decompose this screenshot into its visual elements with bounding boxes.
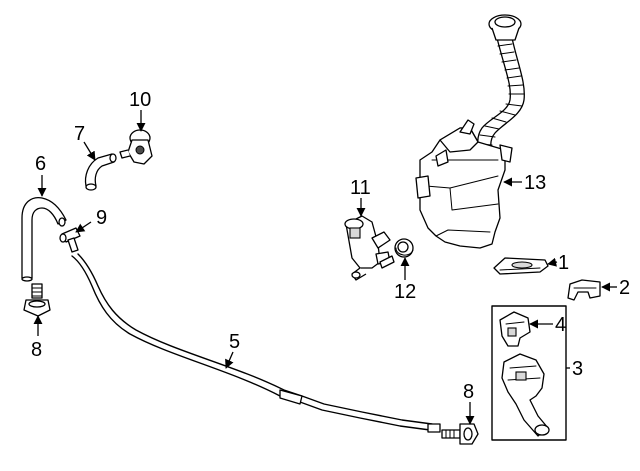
short-hose <box>84 153 117 191</box>
bent-hose <box>21 196 67 282</box>
washer-pump-motor <box>344 215 395 281</box>
long-washer-hose <box>71 253 441 433</box>
callout-9: 9 <box>96 207 107 229</box>
pump-grommet <box>394 238 414 258</box>
callout-labels: 1 2 3 4 5 6 7 8 8 9 10 11 12 13 <box>31 89 630 403</box>
callout-4: 4 <box>555 314 566 336</box>
callout-6: 6 <box>35 153 46 175</box>
callout-13: 13 <box>524 172 546 194</box>
callout-5: 5 <box>229 331 240 353</box>
callout-7: 7 <box>74 123 85 145</box>
washer-nozzle-cover <box>493 257 549 275</box>
fastener-left <box>23 283 51 317</box>
callout-10: 10 <box>129 89 151 111</box>
headlamp-washer-assembly <box>491 305 567 441</box>
callout-11: 11 <box>350 177 371 199</box>
callout-8-right: 8 <box>463 381 474 403</box>
washer-reservoir-tank <box>415 14 525 249</box>
retaining-clip <box>567 279 601 301</box>
callout-1: 1 <box>558 252 569 274</box>
callout-2: 2 <box>619 277 630 299</box>
fastener-right <box>441 423 479 445</box>
callout-8-left: 8 <box>31 339 42 361</box>
callout-12: 12 <box>394 281 416 303</box>
callout-arrows <box>33 110 617 425</box>
callout-3: 3 <box>572 358 583 380</box>
check-valve <box>119 129 153 165</box>
